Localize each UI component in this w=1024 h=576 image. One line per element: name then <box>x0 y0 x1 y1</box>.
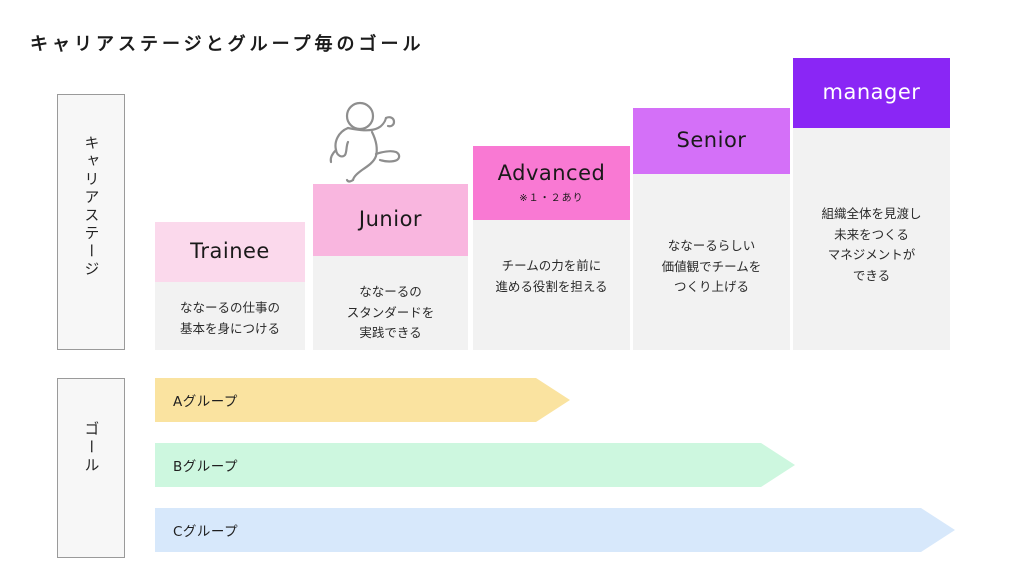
career-stage-header-senior: Senior <box>633 108 790 174</box>
career-stage-description: ななーるの仕事の 基本を身につける <box>179 300 280 336</box>
career-stage-column-trainee[interactable]: Trainee ななーるの仕事の 基本を身につける <box>155 222 305 350</box>
goal-arrow-c[interactable]: Cグループ <box>155 508 955 552</box>
career-stage-header-advanced: Advanced ※１・２あり <box>473 146 630 220</box>
career-stage-title: Trainee <box>190 239 270 264</box>
goal-arrow-a[interactable]: Aグループ <box>155 378 570 422</box>
career-stage-title: Junior <box>358 207 423 232</box>
goal-arrow-label: Bグループ <box>173 459 238 475</box>
career-stage-header-trainee: Trainee <box>155 222 305 282</box>
career-stage-column-advanced[interactable]: Advanced ※１・２あり チームの力を前に 進める役割を担える <box>473 146 630 350</box>
career-stage-body-trainee: ななーるの仕事の 基本を身につける <box>155 282 305 350</box>
running-person-icon <box>329 101 401 183</box>
career-stage-body-manager: 組織全体を見渡し 未来をつくる マネジメントが できる <box>793 128 950 350</box>
career-stage-body-senior: ななーるらしい 価値観でチームを つくり上げる <box>633 174 790 350</box>
goal-axis-label: ゴール <box>57 378 125 558</box>
career-stage-title: Advanced <box>497 161 606 186</box>
career-stage-axis-label-text: キャリアステージ <box>82 135 101 279</box>
career-stage-description: ななーるらしい 価値観でチームを つくり上げる <box>661 238 762 295</box>
career-stage-header-junior: Junior <box>313 184 468 256</box>
career-stage-description: ななーるの スタンダードを 実践できる <box>346 284 435 341</box>
goal-arrow-label: Aグループ <box>173 394 238 410</box>
career-stage-body-advanced: チームの力を前に 進める役割を担える <box>473 220 630 350</box>
career-stage-description: 組織全体を見渡し 未来をつくる マネジメントが できる <box>821 206 922 283</box>
career-stage-title: manager <box>822 80 921 105</box>
career-stage-description: チームの力を前に 進める役割を担える <box>495 258 608 294</box>
goal-axis-label-text: ゴール <box>82 421 101 475</box>
career-stage-column-manager[interactable]: manager 組織全体を見渡し 未来をつくる マネジメントが できる <box>793 58 950 350</box>
page-title: キャリアステージとグループ毎のゴール <box>30 34 425 55</box>
career-stage-body-junior: ななーるの スタンダードを 実践できる <box>313 256 468 350</box>
goal-arrow-label: Cグループ <box>173 524 239 540</box>
career-stage-title: Senior <box>676 128 747 153</box>
goal-arrow-b[interactable]: Bグループ <box>155 443 795 487</box>
career-stage-header-manager: manager <box>793 58 950 128</box>
career-stage-axis-label: キャリアステージ <box>57 94 125 350</box>
career-stage-subtitle: ※１・２あり <box>519 192 584 204</box>
career-stage-column-senior[interactable]: Senior ななーるらしい 価値観でチームを つくり上げる <box>633 108 790 350</box>
career-stage-column-junior[interactable]: Junior ななーるの スタンダードを 実践できる <box>313 184 468 350</box>
